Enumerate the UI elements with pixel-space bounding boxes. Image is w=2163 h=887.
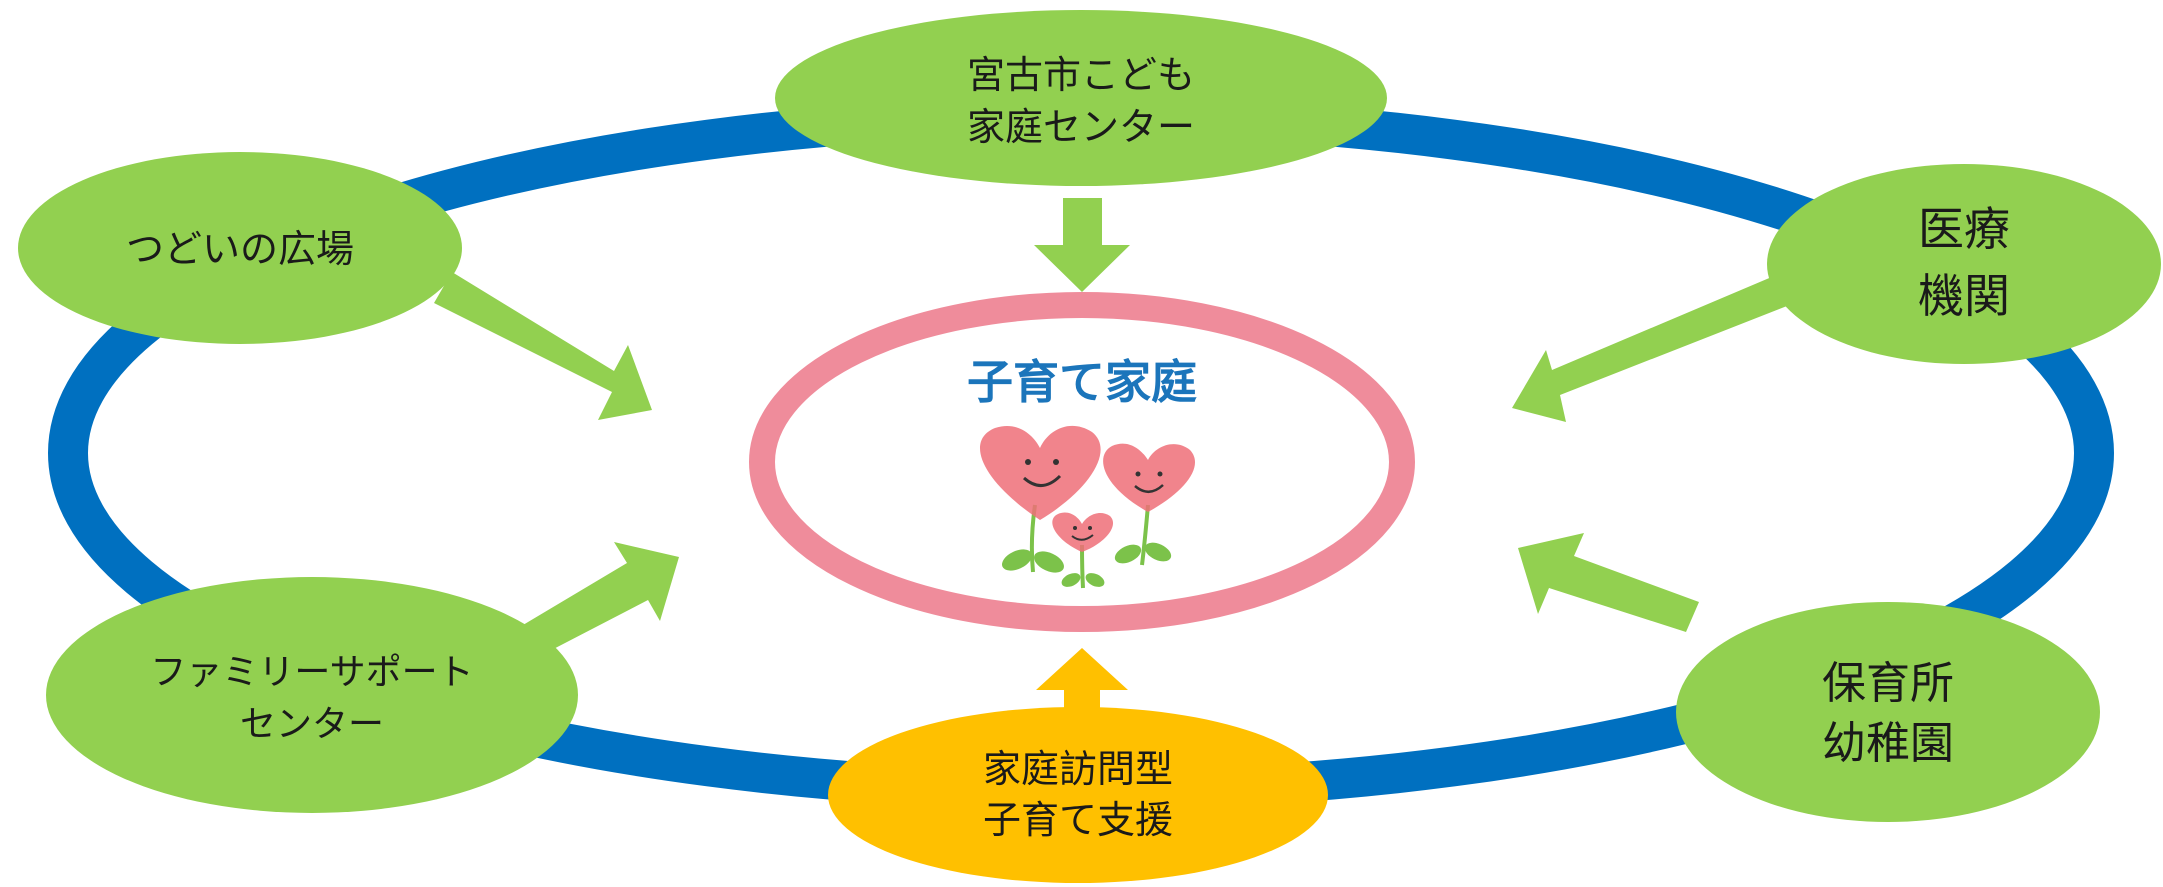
node-bottomleft-line1: ファミリーサポート (150, 652, 473, 693)
arrows (434, 198, 1787, 740)
smiling-heart-flowers-icon (980, 425, 1196, 589)
node-topleft-line1: つどいの広場 (126, 227, 354, 271)
node-hoikusho-yochien: 保育所 幼稚園 (1676, 602, 2100, 822)
node-bottom-line1: 家庭訪問型 (983, 747, 1173, 791)
node-topright-line1: 医療 (1918, 202, 2010, 256)
node-bottom-line2: 子育て支援 (983, 798, 1173, 842)
arrow-bottomright-to-center (1518, 533, 1699, 632)
node-top-line2: 家庭センター (967, 105, 1195, 149)
node-top-line1: 宮古市こども (967, 53, 1195, 97)
arrow-bottom-to-center (1036, 648, 1128, 740)
node-bottomright-line1: 保育所 (1822, 658, 1954, 709)
arrow-top-to-center (1034, 198, 1130, 292)
node-kodomo-katei-center: 宮古市こども 家庭センター (775, 10, 1387, 186)
node-home-visit-support: 家庭訪問型 子育て支援 (828, 707, 1328, 883)
arrow-bottomleft-to-center (523, 542, 679, 656)
node-family-support-center: ファミリーサポート センター (46, 577, 578, 813)
arrow-topleft-to-center (434, 272, 652, 420)
node-topright-line2: 機関 (1918, 269, 2010, 323)
node-tsudoi-hiroba: つどいの広場 (18, 152, 462, 344)
node-bottomleft-line2: センター (240, 704, 384, 745)
node-bottomright-line2: 幼稚園 (1822, 718, 1954, 769)
arrow-topright-to-center (1512, 276, 1787, 422)
node-iryo-kikan: 医療 機関 (1767, 164, 2161, 364)
center-title: 子育て家庭 (967, 355, 1197, 409)
